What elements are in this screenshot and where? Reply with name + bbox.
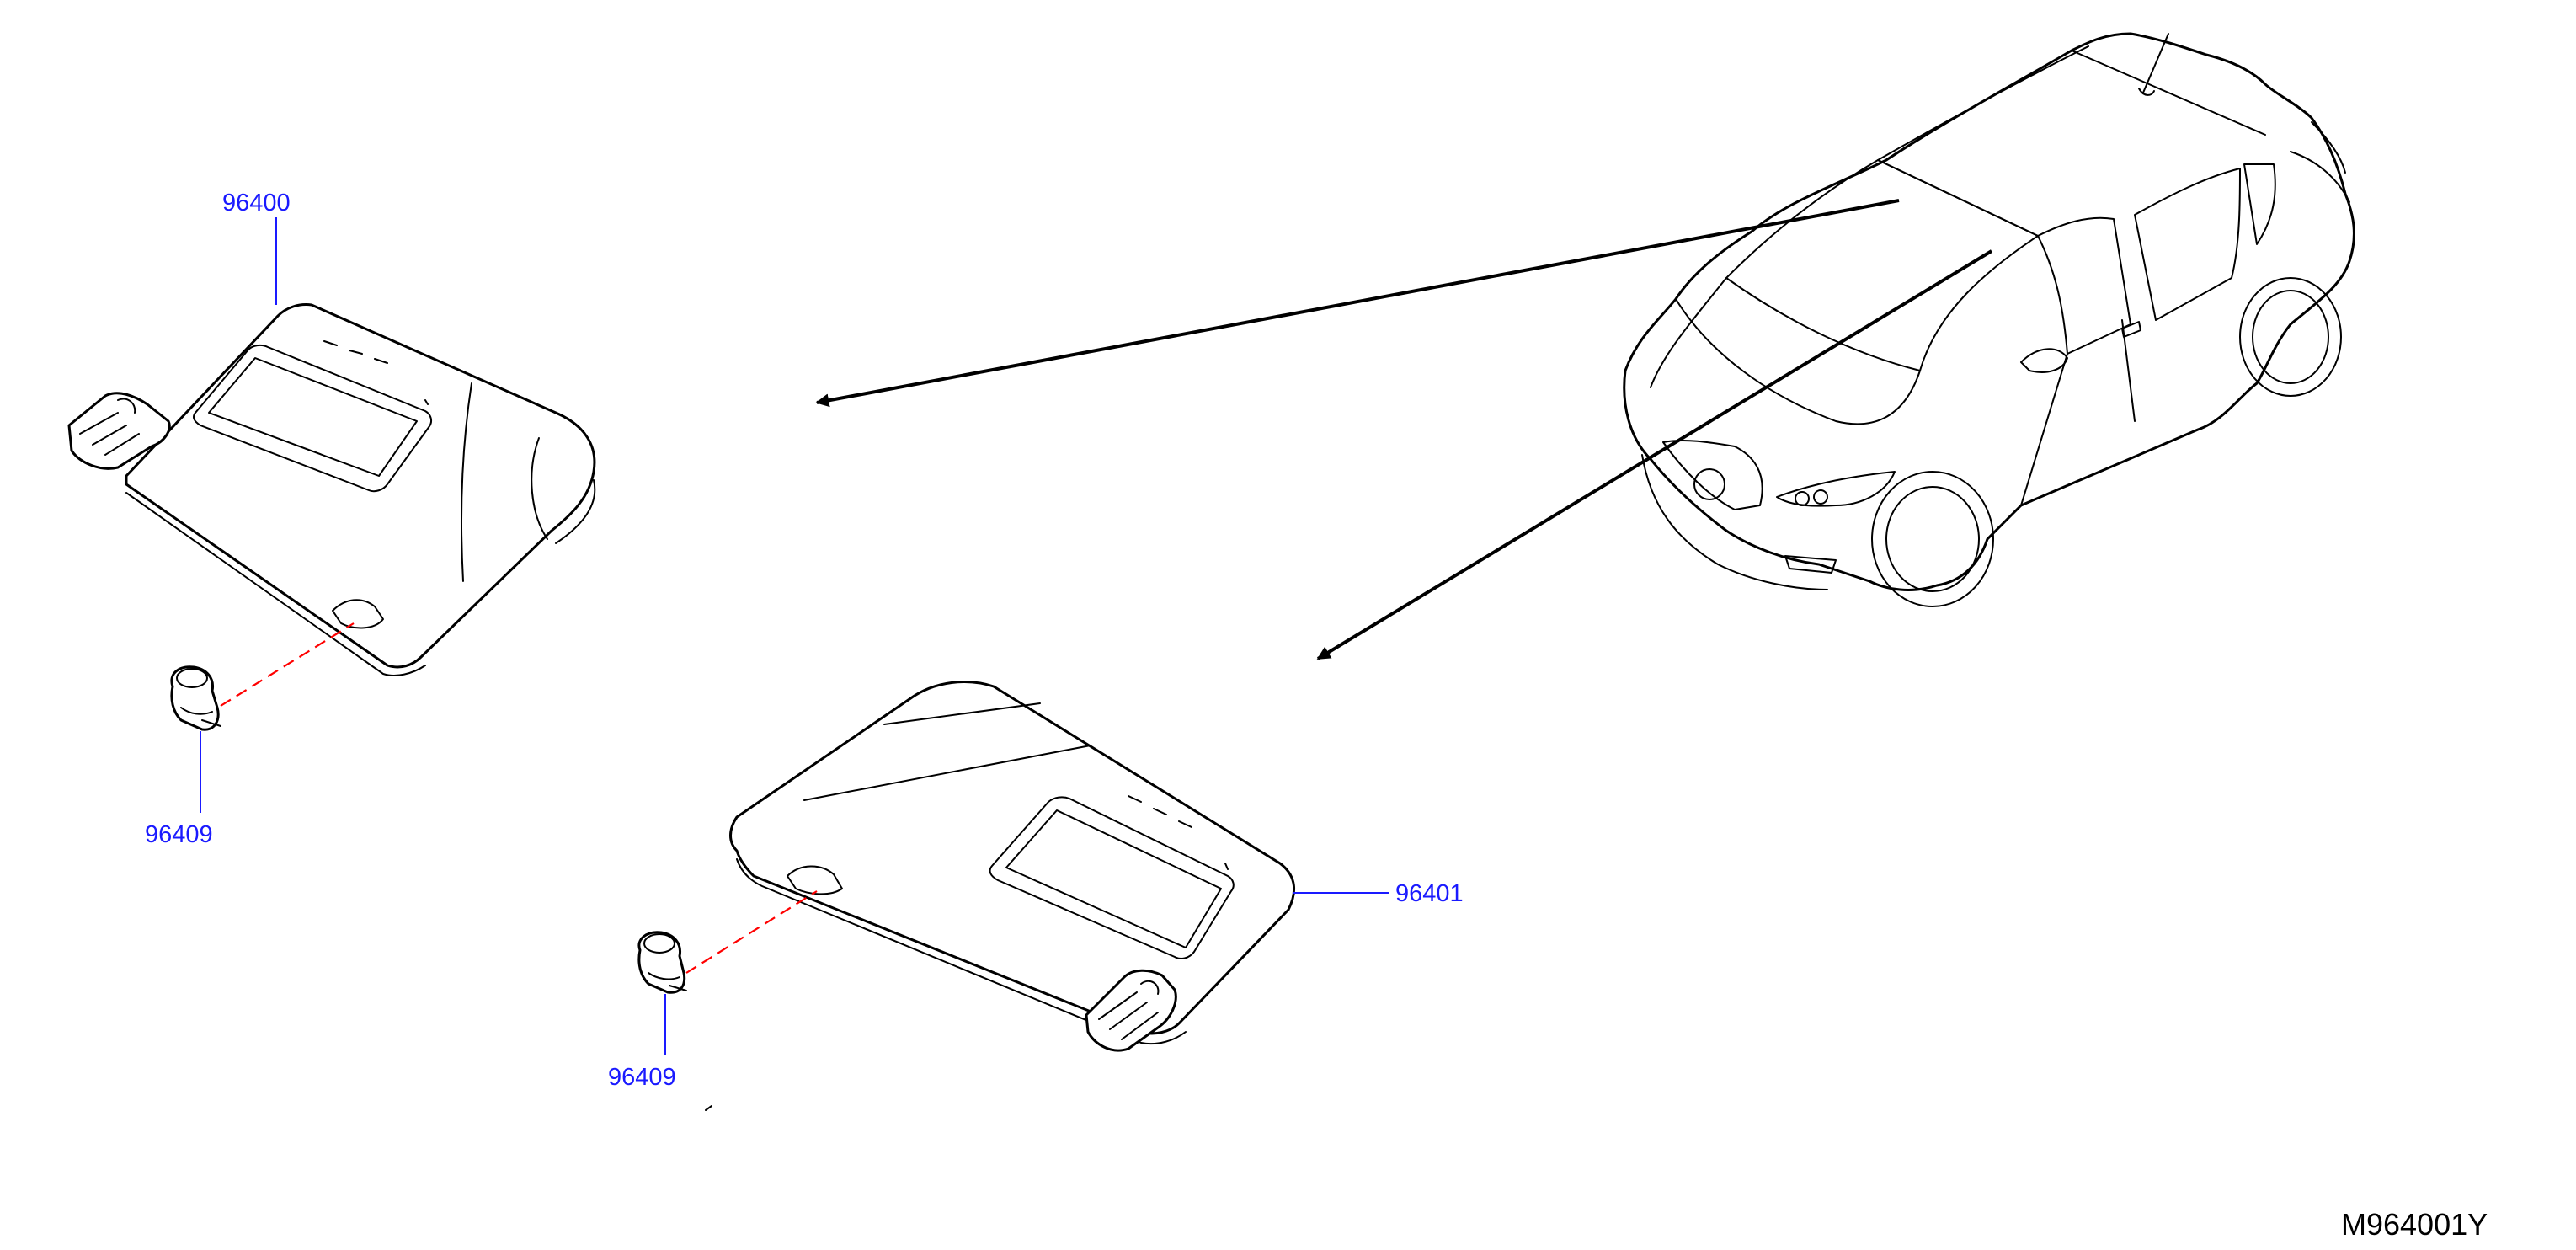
visor-left-hinge xyxy=(67,392,171,470)
visor-left-mirror-frame xyxy=(193,344,433,493)
visor-right-band xyxy=(803,702,1091,801)
sun-visor-right xyxy=(729,681,1296,1052)
car-bumper xyxy=(1641,454,1837,590)
holder-left-base xyxy=(180,707,221,727)
car-grille xyxy=(1662,439,1763,510)
car-rear-quarter xyxy=(2243,163,2276,245)
visor-right-mirror-glass xyxy=(1005,809,1222,948)
visor-right-clip-notch xyxy=(787,865,843,895)
visor-right-edge xyxy=(736,858,1187,1045)
car-rear-wheel-arch xyxy=(2239,277,2342,397)
car-front-wheel xyxy=(1885,486,1980,592)
visor-right-mirror-frame xyxy=(989,796,1235,959)
holder-right-cap xyxy=(643,933,675,954)
diagram-code: M964001Y xyxy=(2341,1207,2488,1242)
car-tail-light xyxy=(2290,121,2350,203)
car-windshield xyxy=(1725,159,2039,371)
car-door-handle xyxy=(2121,321,2141,338)
car-headlight-lamp-1 xyxy=(1795,491,1810,506)
arrow-to-right-visor xyxy=(1316,249,1993,660)
holder-right-base xyxy=(648,972,687,991)
install-line-left xyxy=(220,622,355,707)
car-logo xyxy=(1693,468,1725,500)
visor-left-hinge-detail xyxy=(79,398,140,456)
stray-mark xyxy=(705,1105,712,1111)
visor-right-hinge xyxy=(1085,969,1177,1052)
car-rear-wheel xyxy=(2252,290,2329,384)
sun-visor-left xyxy=(67,303,596,676)
car-rear-window xyxy=(2134,168,2241,321)
callout-96409-left: 96409 xyxy=(145,821,213,848)
callout-96409-right: 96409 xyxy=(608,1064,676,1091)
car-headlight-lamp-2 xyxy=(1813,489,1828,505)
car-antenna xyxy=(2138,33,2169,96)
car-headlight xyxy=(1776,471,1896,507)
visor-left-body xyxy=(125,303,596,669)
visor-left-tick-marks xyxy=(323,340,429,405)
callout-96400: 96400 xyxy=(222,190,291,216)
visor-left-edge xyxy=(125,479,596,676)
holder-left-body xyxy=(170,665,220,731)
visor-left-strap-line xyxy=(461,382,548,582)
holder-right-body xyxy=(637,931,686,994)
visor-right-hinge-detail xyxy=(1098,980,1160,1040)
visor-right-body xyxy=(729,681,1296,1035)
car-front-wheel-arch xyxy=(1871,471,1994,607)
holder-left-cap xyxy=(176,668,208,688)
visor-left-mirror-glass xyxy=(208,357,418,477)
car-mirror xyxy=(2020,348,2068,373)
callout-96401: 96401 xyxy=(1395,880,1464,907)
car-hood xyxy=(1650,277,1921,425)
install-line-right xyxy=(685,890,818,974)
visor-holder-right xyxy=(637,931,687,994)
car-illustration xyxy=(1623,32,2355,607)
visor-holder-left xyxy=(170,665,221,731)
arrow-to-left-visor xyxy=(815,199,1900,408)
visor-right-tick-marks xyxy=(1128,795,1229,870)
